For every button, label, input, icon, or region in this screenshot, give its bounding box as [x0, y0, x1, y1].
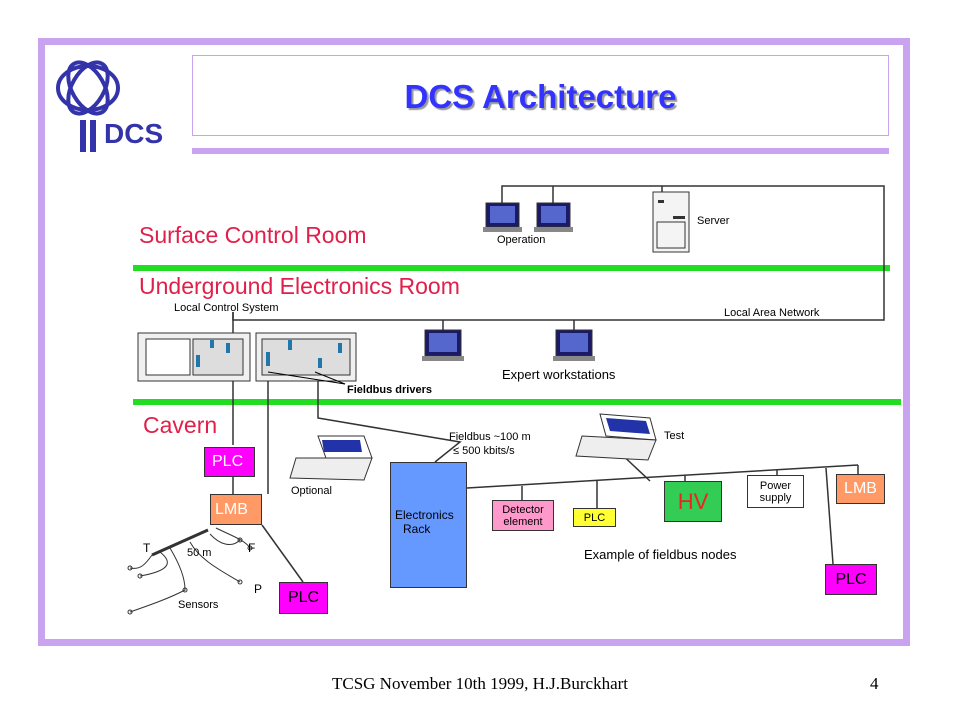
fieldbus-drivers-label: Fieldbus drivers [347, 384, 432, 396]
power-supply-label: Power [759, 479, 792, 492]
title-box [192, 55, 889, 136]
detector-element-label-2: element [503, 515, 543, 528]
example-fieldbus-label: Example of fieldbus nodes [584, 547, 737, 562]
atlas-logo-icon [56, 60, 120, 152]
plc-left-top-node: PLC [204, 447, 255, 477]
page-title: DCS Architecture [404, 78, 677, 115]
surface-separator [133, 265, 890, 271]
fieldbus-length-label: Fieldbus ~100 m [449, 431, 531, 443]
local-control-rack-icon [137, 332, 251, 382]
expert-workstation-icon [553, 329, 595, 361]
title-underline [192, 148, 889, 154]
plc-right-node: PLC [825, 564, 877, 595]
optional-laptop-icon [289, 435, 373, 481]
optional-label: Optional [291, 485, 332, 497]
test-label: Test [664, 430, 685, 442]
underground-room-label: Underground Electronics Room [139, 273, 460, 299]
operation-label: Operation [497, 234, 546, 246]
local-control-system-label: Local Control System [174, 302, 279, 314]
operation-workstation-icon [483, 202, 522, 232]
local-area-network-label: Local Area Network [724, 307, 820, 319]
hv-node: HV [664, 481, 722, 522]
detector-element-node: Detector element [492, 500, 554, 531]
sensors-label: Sensors [178, 599, 219, 611]
surface-room-label: Surface Control Room [139, 222, 367, 248]
expert-workstations-label: Expert workstations [502, 367, 616, 382]
local-control-rack-icon [255, 332, 357, 382]
electronics-rack-label: Electronics [395, 508, 454, 522]
expert-workstation-icon [422, 329, 464, 361]
page-number: 4 [870, 674, 879, 693]
server-label: Server [697, 215, 730, 227]
electronics-rack-label-2: Rack [403, 522, 431, 536]
fieldbus-main-line [466, 464, 859, 489]
plc-left-bottom-node: PLC [279, 582, 328, 614]
sensor-wires [127, 527, 253, 615]
power-supply-node: Power supply [747, 475, 804, 508]
sensor-t-label: T [143, 541, 151, 555]
dcs-logo-text: DCS [104, 118, 164, 149]
sensor-f-label: F [248, 541, 256, 555]
electronics-rack-node: Electronics Rack [390, 462, 467, 588]
operation-workstation-icon [534, 202, 573, 232]
sensor-p-label: P [254, 582, 263, 596]
lmb-left-node: LMB [210, 494, 262, 525]
server-icon [652, 191, 690, 253]
lmb-right-node: LMB [836, 474, 885, 504]
footer-text: TCSG November 10th 1999, H.J.Burckhart [331, 674, 629, 693]
detector-element-label: Detector [502, 503, 544, 516]
power-supply-label-2: supply [759, 491, 792, 504]
cavern-separator [133, 399, 901, 405]
fieldbus-line [317, 381, 462, 463]
test-laptop-icon [575, 413, 657, 461]
fieldbus-speed-label: ≤ 500 kbits/s [453, 445, 515, 457]
sensor-distance-label: 50 m [187, 547, 212, 559]
plc-small-node: PLC [573, 508, 616, 527]
cavern-label: Cavern [143, 412, 218, 438]
